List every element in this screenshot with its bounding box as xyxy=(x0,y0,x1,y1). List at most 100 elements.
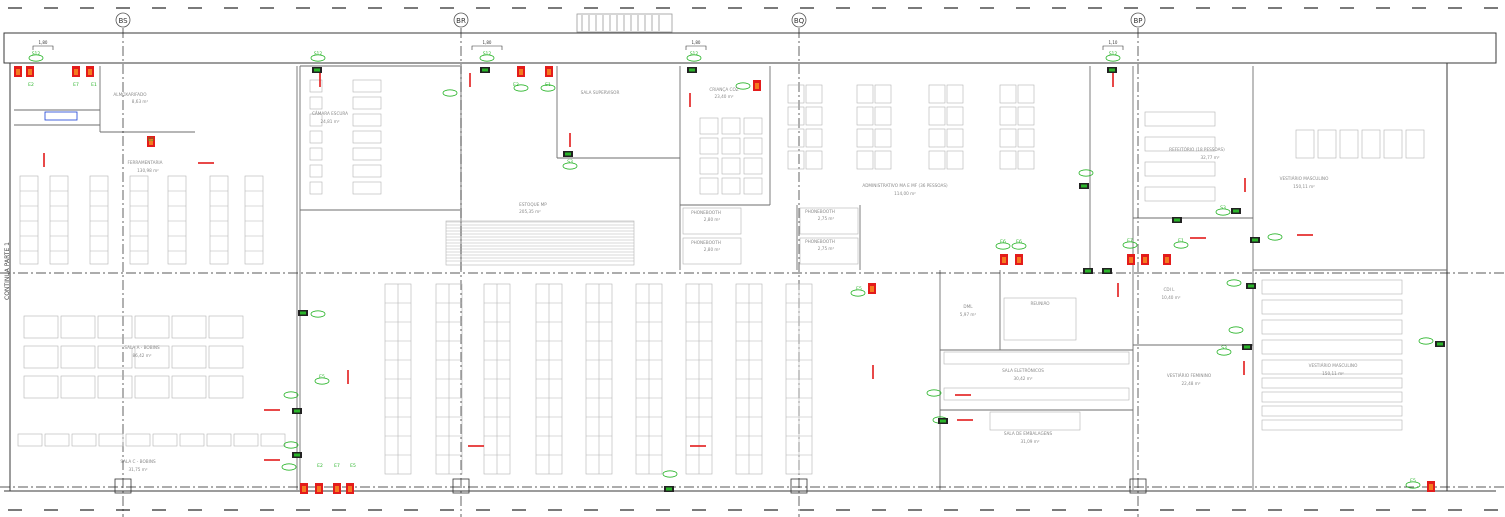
desk xyxy=(721,117,741,135)
emergency-light-labels: S12 S12 S12 S12 S12 xyxy=(32,51,1118,57)
room-name-sala-a-bobina: SALA A - BOBINS xyxy=(124,345,160,350)
emergency-light-icon xyxy=(479,54,495,62)
desk xyxy=(743,177,763,195)
axis-bubble-bp: BP xyxy=(1130,12,1146,28)
room-area-estoque-mp: 205,35 m² xyxy=(519,209,541,214)
bench xyxy=(352,164,382,178)
room-area-vestiario-fem: 22,48 m² xyxy=(1181,381,1200,386)
column xyxy=(790,478,808,494)
table xyxy=(1144,136,1216,152)
room-name-cdi: CDI L xyxy=(1163,287,1175,292)
rack xyxy=(209,175,229,265)
desk xyxy=(856,106,874,126)
locker-row xyxy=(1261,377,1403,389)
desk xyxy=(946,150,964,170)
workbench xyxy=(208,315,244,339)
meeting-table xyxy=(1003,297,1077,341)
workbench xyxy=(208,345,244,369)
exit-sign-label: S3 xyxy=(567,159,573,165)
desk xyxy=(928,128,946,148)
extinguisher-icon-detail xyxy=(88,69,92,75)
emergency-light-icon xyxy=(562,162,578,170)
extinguisher-icon-detail xyxy=(1165,257,1169,263)
table xyxy=(1144,111,1216,127)
emergency-light-icon xyxy=(1418,337,1434,345)
emergency-light-icon xyxy=(662,470,678,478)
desk xyxy=(1017,106,1035,126)
room-area-camara-escura: 24,81 m² xyxy=(320,119,339,124)
bench xyxy=(352,147,382,161)
dimension-marker: 1,10 xyxy=(1102,40,1124,50)
desk xyxy=(874,150,892,170)
locker xyxy=(1317,129,1337,159)
room-area-vestiario-masc-2: 150,11 m² xyxy=(1322,371,1344,376)
column xyxy=(452,478,470,494)
desk xyxy=(999,150,1017,170)
label-box xyxy=(44,111,78,121)
desk xyxy=(805,128,823,148)
room-area-sala-embalagens: 31,09 m² xyxy=(1020,439,1039,444)
workbench xyxy=(17,433,43,447)
room-name-vestiario-masc-1: VESTIÁRIO MASCULINO xyxy=(1280,176,1329,181)
locker-row xyxy=(1261,391,1403,403)
workbench xyxy=(60,345,96,369)
room-name-sala-embalagens: SALA DE EMBALAGENS xyxy=(1004,431,1053,436)
locker-row xyxy=(1261,419,1403,431)
bench xyxy=(352,113,382,127)
desk xyxy=(999,128,1017,148)
extinguisher-icon-detail xyxy=(16,69,20,75)
emergency-light-icon xyxy=(850,289,866,297)
extinguisher-label: E7 xyxy=(334,463,340,469)
desk xyxy=(928,84,946,104)
bench xyxy=(352,130,382,144)
workbench xyxy=(152,433,178,447)
room-name-sala-eletronicos: SALA ELETRÔNICOS xyxy=(1002,368,1044,373)
desk xyxy=(721,137,741,155)
room-name-ferramentaria: FERRAMENTARIA xyxy=(127,160,162,165)
emergency-light-label: S12 xyxy=(1109,51,1118,57)
axis-bubble-bs: BS xyxy=(115,12,131,28)
rack xyxy=(129,175,149,265)
locker xyxy=(1361,129,1381,159)
desk xyxy=(721,177,741,195)
booth xyxy=(682,207,742,235)
workbench xyxy=(260,433,286,447)
extinguisher-icon-detail xyxy=(870,286,874,292)
rack xyxy=(167,175,187,265)
bench xyxy=(309,147,323,161)
exit-sign-label: S3 xyxy=(1220,205,1226,211)
room-area-sala-c-bobina: 31,75 m² xyxy=(128,467,147,472)
exit-sign-icon-detail xyxy=(1252,238,1258,242)
workbench xyxy=(60,375,96,399)
room-name-phonebooth-1: PHONEBOOTH xyxy=(691,210,721,215)
desk xyxy=(699,117,719,135)
desk xyxy=(743,137,763,155)
column xyxy=(114,478,132,494)
booth xyxy=(799,237,859,265)
room-area-ferramentaria: 130,98 m² xyxy=(137,168,159,173)
desk xyxy=(1017,84,1035,104)
extinguisher-label: E5 xyxy=(319,374,325,380)
shelf-frame xyxy=(445,220,635,266)
room-name-dml: DML xyxy=(963,304,973,309)
room-area-sala-eletronicos: 30,42 m² xyxy=(1013,376,1032,381)
locker xyxy=(1405,129,1425,159)
exit-sign-icon-detail xyxy=(666,487,672,491)
locker xyxy=(1383,129,1403,159)
exit-sign-icon-detail xyxy=(565,152,571,156)
exit-sign-icon-detail xyxy=(940,419,946,423)
locker xyxy=(1339,129,1359,159)
emergency-light-icon xyxy=(283,441,299,449)
workbench xyxy=(71,433,97,447)
extinguisher-label: E5 xyxy=(148,137,154,143)
stair xyxy=(576,13,673,33)
emergency-light-icon xyxy=(1173,241,1189,249)
rack xyxy=(244,175,264,265)
emergency-light-icon xyxy=(310,310,326,318)
desk xyxy=(874,84,892,104)
workbench xyxy=(208,375,244,399)
exit-sign-icon-detail xyxy=(482,68,488,72)
extinguisher-label: E2 xyxy=(28,82,34,88)
emergency-light-icon xyxy=(1405,481,1421,489)
rack xyxy=(89,175,109,265)
